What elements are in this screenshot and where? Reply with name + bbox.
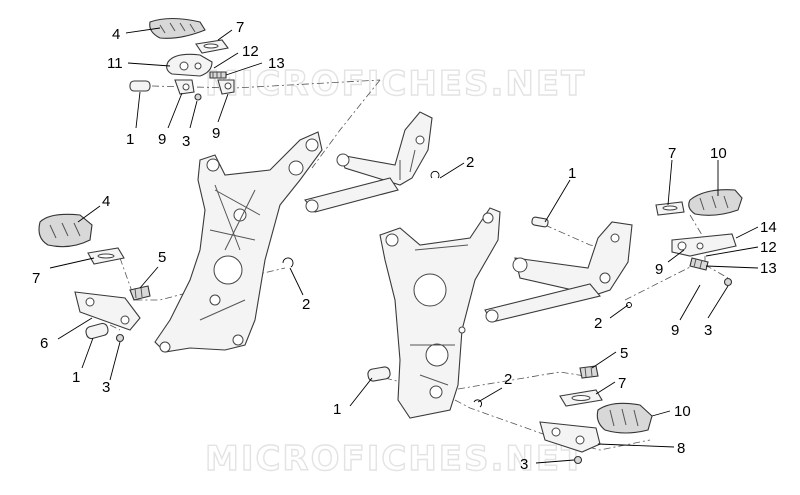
pin-right-frame	[367, 366, 391, 382]
footrest-left	[74, 291, 141, 331]
rear-footrest-bracket-right	[484, 221, 633, 323]
callout-3-top: 3	[182, 133, 190, 150]
footrest-rubber-top-left	[149, 17, 206, 39]
spring-right-lower	[579, 365, 599, 379]
assembly-lines	[109, 79, 729, 451]
callout-7-top: 7	[236, 19, 244, 36]
leader-lines	[49, 27, 759, 464]
callout-5-right-lower: 5	[620, 345, 628, 362]
spring-left	[129, 285, 151, 301]
watermark-top: MICROFICHES.NET	[205, 64, 586, 104]
spring-right-upper	[689, 257, 709, 271]
callout-13-right: 13	[760, 260, 777, 277]
callout-1-top: 1	[126, 131, 134, 148]
circlip-left	[282, 257, 294, 268]
callout-2-right-frame: 2	[504, 371, 512, 388]
callout-10-right-lower: 10	[674, 403, 691, 420]
callout-1-left: 1	[72, 369, 80, 386]
plate-right-lower	[559, 389, 603, 407]
screw-right-upper	[723, 277, 733, 287]
spring-top-left	[209, 71, 227, 79]
circlip-right-bracket	[626, 302, 632, 308]
plate-right-upper	[655, 201, 685, 216]
callout-5-left: 5	[158, 249, 166, 266]
pin-left	[85, 322, 109, 340]
footrest-right-lower	[539, 421, 601, 453]
callout-12-top: 12	[242, 43, 259, 60]
callout-8-right-lower: 8	[677, 440, 685, 457]
callout-10-right: 10	[710, 145, 727, 162]
callout-2-middle: 2	[466, 154, 474, 171]
callout-14-right: 14	[760, 219, 777, 236]
callout-11-top: 11	[107, 55, 123, 72]
plate-top-left	[195, 39, 229, 54]
callout-9-right-lower: 9	[671, 322, 679, 339]
footrest-rubber-left	[38, 213, 93, 248]
right-frame-plate	[379, 207, 501, 419]
left-frame-plate	[154, 131, 323, 353]
callout-2-left-frame: 2	[302, 296, 310, 313]
pin-right	[531, 216, 549, 228]
watermark-bottom: MICROFICHES.NET	[205, 439, 586, 479]
callout-3-right-lower: 3	[520, 456, 528, 473]
bracket-top-left	[174, 79, 235, 95]
plate-left	[87, 247, 125, 265]
callout-9-right-upper: 9	[655, 261, 663, 278]
footrest-rubber-right-lower	[596, 402, 653, 434]
callout-1-right-frame: 1	[333, 401, 341, 418]
callout-7-left: 7	[32, 270, 40, 287]
rear-footrest-bracket-left	[304, 111, 433, 213]
screw-right-lower	[573, 455, 583, 465]
footrest-top-left	[166, 53, 213, 77]
callout-9-top-left: 9	[158, 131, 166, 148]
callout-3-right: 3	[704, 322, 712, 339]
callout-9-top-right: 9	[212, 125, 220, 142]
callout-1-right: 1	[568, 165, 576, 182]
callout-7-right-lower: 7	[618, 375, 626, 392]
callout-12-right: 12	[760, 239, 777, 256]
callout-2-right-bracket: 2	[594, 315, 602, 332]
callout-4-left: 4	[102, 193, 110, 210]
screw-top-left	[194, 93, 202, 101]
callout-3-left: 3	[102, 379, 110, 396]
screw-left	[115, 333, 125, 343]
callout-7-right: 7	[668, 145, 676, 162]
callout-6-left: 6	[40, 335, 48, 352]
callout-4-top: 4	[112, 26, 120, 43]
callout-labels: 4 7 11 12 13 1 9 3 9 4 5 7 6 1 3 2 2 1 7…	[32, 19, 777, 473]
circlip-middle	[430, 170, 440, 179]
pin-top-left	[129, 80, 151, 92]
callout-13-top: 13	[268, 55, 285, 72]
footrest-rubber-right-upper	[688, 189, 743, 216]
footrest-right-upper	[671, 233, 737, 257]
